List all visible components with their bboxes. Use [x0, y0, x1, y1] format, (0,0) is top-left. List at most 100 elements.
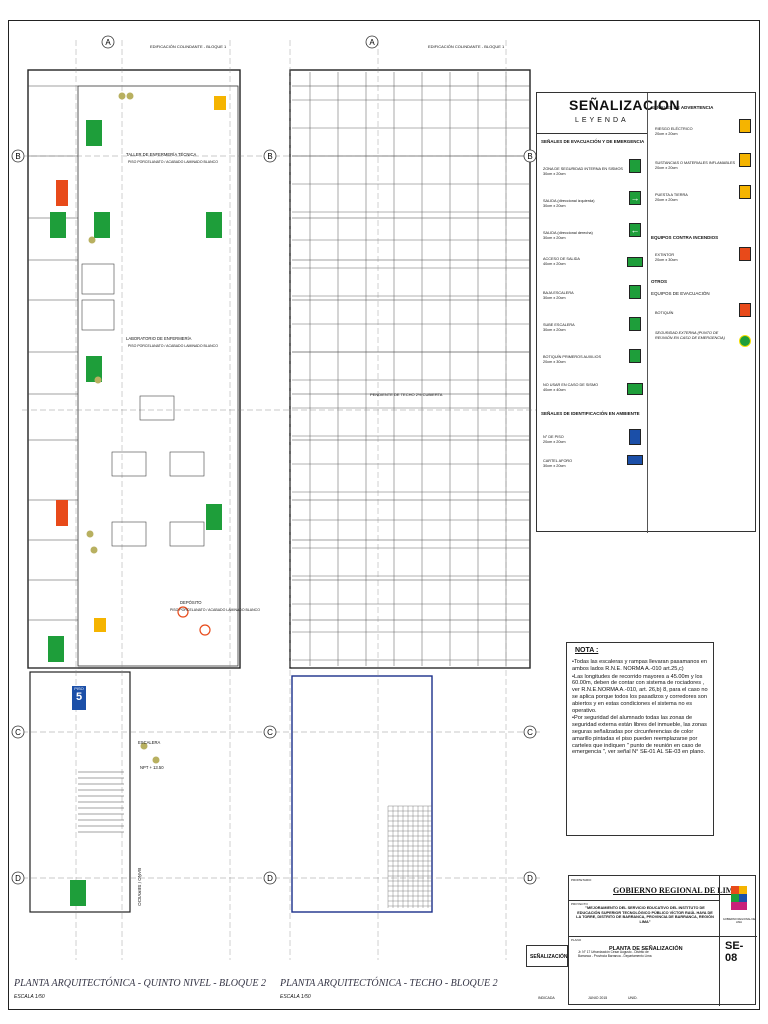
- axis-label: D: [267, 874, 273, 883]
- date-value: JUNIO 2015: [588, 996, 608, 1000]
- plan-right-outline: [289, 69, 531, 669]
- roof-slope-label: PENDIENTE DE TECHO 2% CUBIERTA: [370, 392, 443, 397]
- axis-bubble: [263, 725, 277, 739]
- first-aid-icon: [629, 349, 641, 363]
- specialty-cell: SEÑALIZACIÓN: [526, 945, 568, 967]
- floor-number-icon: [629, 429, 641, 445]
- extinguisher-mark-icon: [199, 624, 211, 636]
- axis-bubble: [365, 35, 379, 49]
- location-text: Jr. N° 17 Urbanización Cesar Augusto - D…: [578, 950, 652, 958]
- plant-icon: [94, 376, 102, 384]
- plan-left-outline: [27, 69, 241, 669]
- room-3-sub: PISO PORCELANATO / ACABADO LAMINADO BLAN…: [170, 608, 260, 612]
- note-paragraph: •Las longitudes de recorrido mayores a 4…: [572, 673, 708, 714]
- plant-icon: [88, 236, 96, 244]
- regional-logo-icon: [729, 886, 753, 914]
- axis-label: D: [527, 874, 533, 883]
- scale-value: INDICADA: [538, 996, 555, 1000]
- notes-heading: NOTA :: [575, 647, 599, 654]
- axis-label: C: [267, 728, 273, 737]
- table: [111, 451, 147, 477]
- unit-value: UNID.: [628, 996, 638, 1000]
- logo-caption: GOBIERNO REGIONAL DE LIMA: [722, 918, 756, 924]
- room-3-name: DEPÓSITO: [180, 600, 202, 605]
- floor-badge-label: PISO: [74, 686, 84, 691]
- bed: [81, 299, 115, 331]
- axis-bubble: [11, 725, 25, 739]
- axis-label: D: [15, 874, 21, 883]
- axis-bubble: [101, 35, 115, 49]
- top-label-right: EDIFICACIÓN COLINDANTE - BLOQUE 1: [428, 44, 505, 49]
- electric-hazard-icon: [739, 119, 751, 133]
- owner-label: PROPIETARIO: [571, 878, 592, 882]
- plant-icon: [126, 92, 134, 100]
- axis-label: A: [105, 38, 111, 47]
- exit-left-icon: ←: [629, 223, 641, 237]
- stairs-up-icon: [629, 317, 641, 331]
- classroom-walls: [77, 85, 239, 667]
- table: [111, 521, 147, 547]
- evacuation-sign-icon: [70, 880, 86, 906]
- plano-label: PLANO: [571, 938, 582, 942]
- legend-title: SEÑALIZACION: [569, 97, 680, 113]
- extinguisher-icon: [56, 180, 68, 206]
- axis-label: A: [369, 38, 375, 47]
- evacuation-sign-icon: [206, 504, 222, 530]
- project-name: "MEJORAMIENTO DEL SERVICIO EDUCATIVO DEL…: [576, 906, 714, 924]
- room-2-name: LABORATORIO DE ENFERMERÍA: [126, 336, 192, 341]
- axis-bubble: [263, 871, 277, 885]
- legend-item: BOTIQUÍN: [655, 311, 674, 315]
- stairs-down-icon: [629, 285, 641, 299]
- evacuation-sign-icon: [50, 212, 66, 238]
- table: [169, 451, 205, 477]
- table: [139, 395, 175, 421]
- room-1-sub: PISO PORCELANATO / ACABADO LAMINADO BLAN…: [128, 160, 218, 164]
- ground-icon: [739, 185, 751, 199]
- room-1-name: TALLER DE ENFERMERÍA TÉCNICA: [126, 152, 197, 157]
- exit-access-icon: [627, 257, 643, 267]
- axis-bubble: [523, 725, 537, 739]
- warning-sign-icon: [214, 96, 226, 110]
- room-2-sub: PISO PORCELANATO / ACABADO LAMINADO BLAN…: [128, 344, 218, 348]
- evacuation-sign-icon: [86, 356, 102, 382]
- axis-bubble: [263, 149, 277, 163]
- note-paragraph: •Por seguridad del alumnado todas las zo…: [572, 715, 707, 756]
- project-label: PROYECTO: [571, 902, 588, 906]
- flammable-icon: [739, 153, 751, 167]
- no-elevator-icon: [627, 383, 643, 395]
- owner-name: GOBIERNO REGIONAL DE LIMA: [613, 886, 740, 895]
- evacuation-sign-icon: [86, 120, 102, 146]
- legend-item: SALIDA (direccional derecha)30cm x 20cm: [543, 231, 593, 240]
- plant-icon: [90, 546, 98, 554]
- section-evacuation: SEÑALES DE EVACUACIÓN Y DE EMERGENCIA: [541, 139, 645, 144]
- extinguisher-mark-icon: [177, 606, 189, 618]
- plant-icon: [152, 756, 160, 764]
- top-label-left: EDIFICACIÓN COLINDANTE - BLOQUE 1: [150, 44, 227, 49]
- floor-number-sign: PISO 5: [72, 686, 86, 710]
- section-warning: SEÑALES DE ADVERTENCIA: [651, 105, 714, 110]
- stair-room-name: ESCALERA: [138, 740, 161, 745]
- plant-icon: [118, 92, 126, 100]
- plan-title-left: PLANTA ARQUITECTÓNICA - QUINTO NIVEL - B…: [14, 978, 266, 989]
- plan-title-right: PLANTA ARQUITECTÓNICA - TECHO - BLOQUE 2: [280, 978, 498, 989]
- plano-name: PLANTA DE SEÑALIZACIÓN: [609, 946, 683, 952]
- section-fire-equipment: EQUIPOS CONTRA INCENDIOS: [651, 235, 719, 240]
- notes-box: NOTA : •Todas las escaleras y rampas lle…: [566, 642, 714, 836]
- drawing-sheet: [8, 20, 760, 1010]
- legend-subtitle: LEYENDA: [575, 117, 629, 124]
- title-block: PROPIETARIO GOBIERNO REGIONAL DE LIMA PR…: [568, 875, 757, 1006]
- floor-badge-number: 5: [75, 691, 83, 703]
- plan-scale-left: ESCALA 1/50: [14, 994, 45, 1000]
- axis-label: C: [527, 728, 533, 737]
- axis-label: B: [527, 152, 532, 161]
